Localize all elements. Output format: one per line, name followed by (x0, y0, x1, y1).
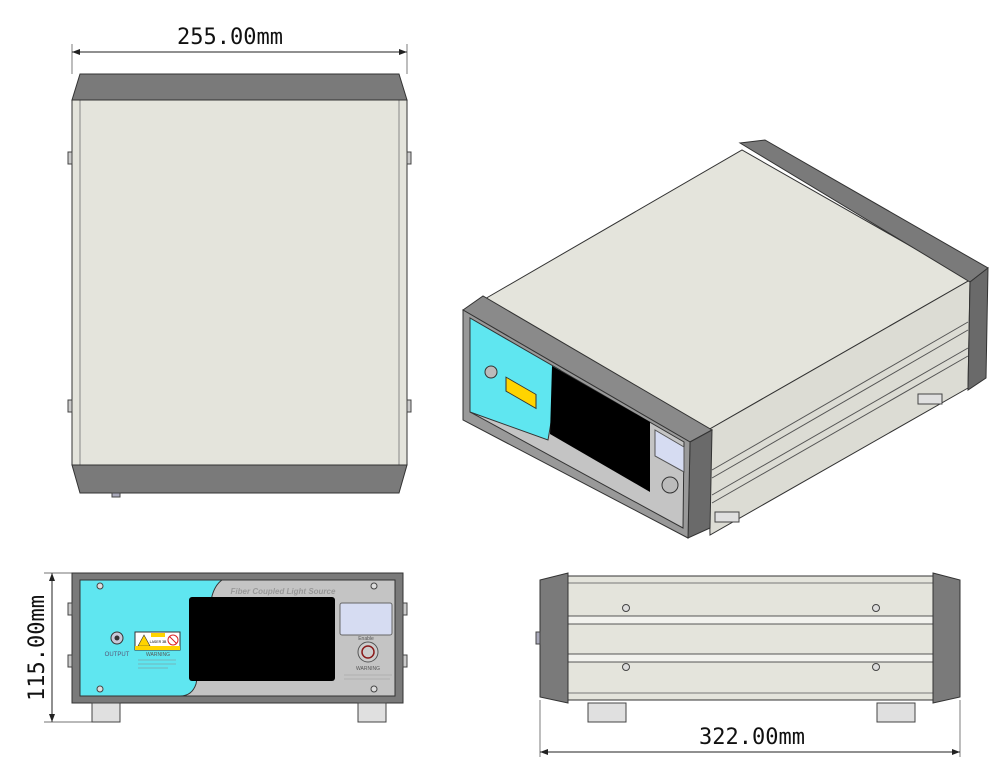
side-foot-front (587, 702, 627, 723)
side-back-cap (932, 572, 961, 704)
warning-right-heading: WARNING (356, 666, 380, 672)
end-cap-top (71, 73, 408, 101)
width-dimension-label: 255.00mm (177, 25, 283, 50)
foot-left (91, 702, 121, 723)
side-foot-back (876, 702, 916, 723)
laser-class: LASER 3B (150, 640, 167, 644)
height-dimension-label: 115.00mm (25, 595, 50, 701)
side-view: 322.00mm (535, 572, 961, 757)
touch-screen (189, 597, 335, 681)
top-view: 255.00mm (67, 25, 412, 498)
display-window (339, 602, 393, 636)
product-title: Fiber Coupled Light Source (231, 587, 336, 596)
enable-label: Enable (358, 636, 374, 642)
warning-heading: WARNING (146, 652, 170, 658)
side-front-cap (539, 572, 569, 704)
enable-key-switch (357, 641, 379, 663)
iso-cyan-panel (469, 317, 561, 441)
front-view: 115.00mm Fiber Coupled Light Source Enab… (25, 572, 408, 723)
iso-screen (550, 366, 650, 492)
end-cap-bottom (71, 464, 408, 494)
depth-dimension-label: 322.00mm (699, 725, 805, 750)
isometric-view (462, 139, 989, 539)
top-cover (71, 99, 408, 466)
side-body (567, 575, 934, 701)
output-label: OUTPUT (105, 652, 130, 658)
foot-right (357, 702, 387, 723)
